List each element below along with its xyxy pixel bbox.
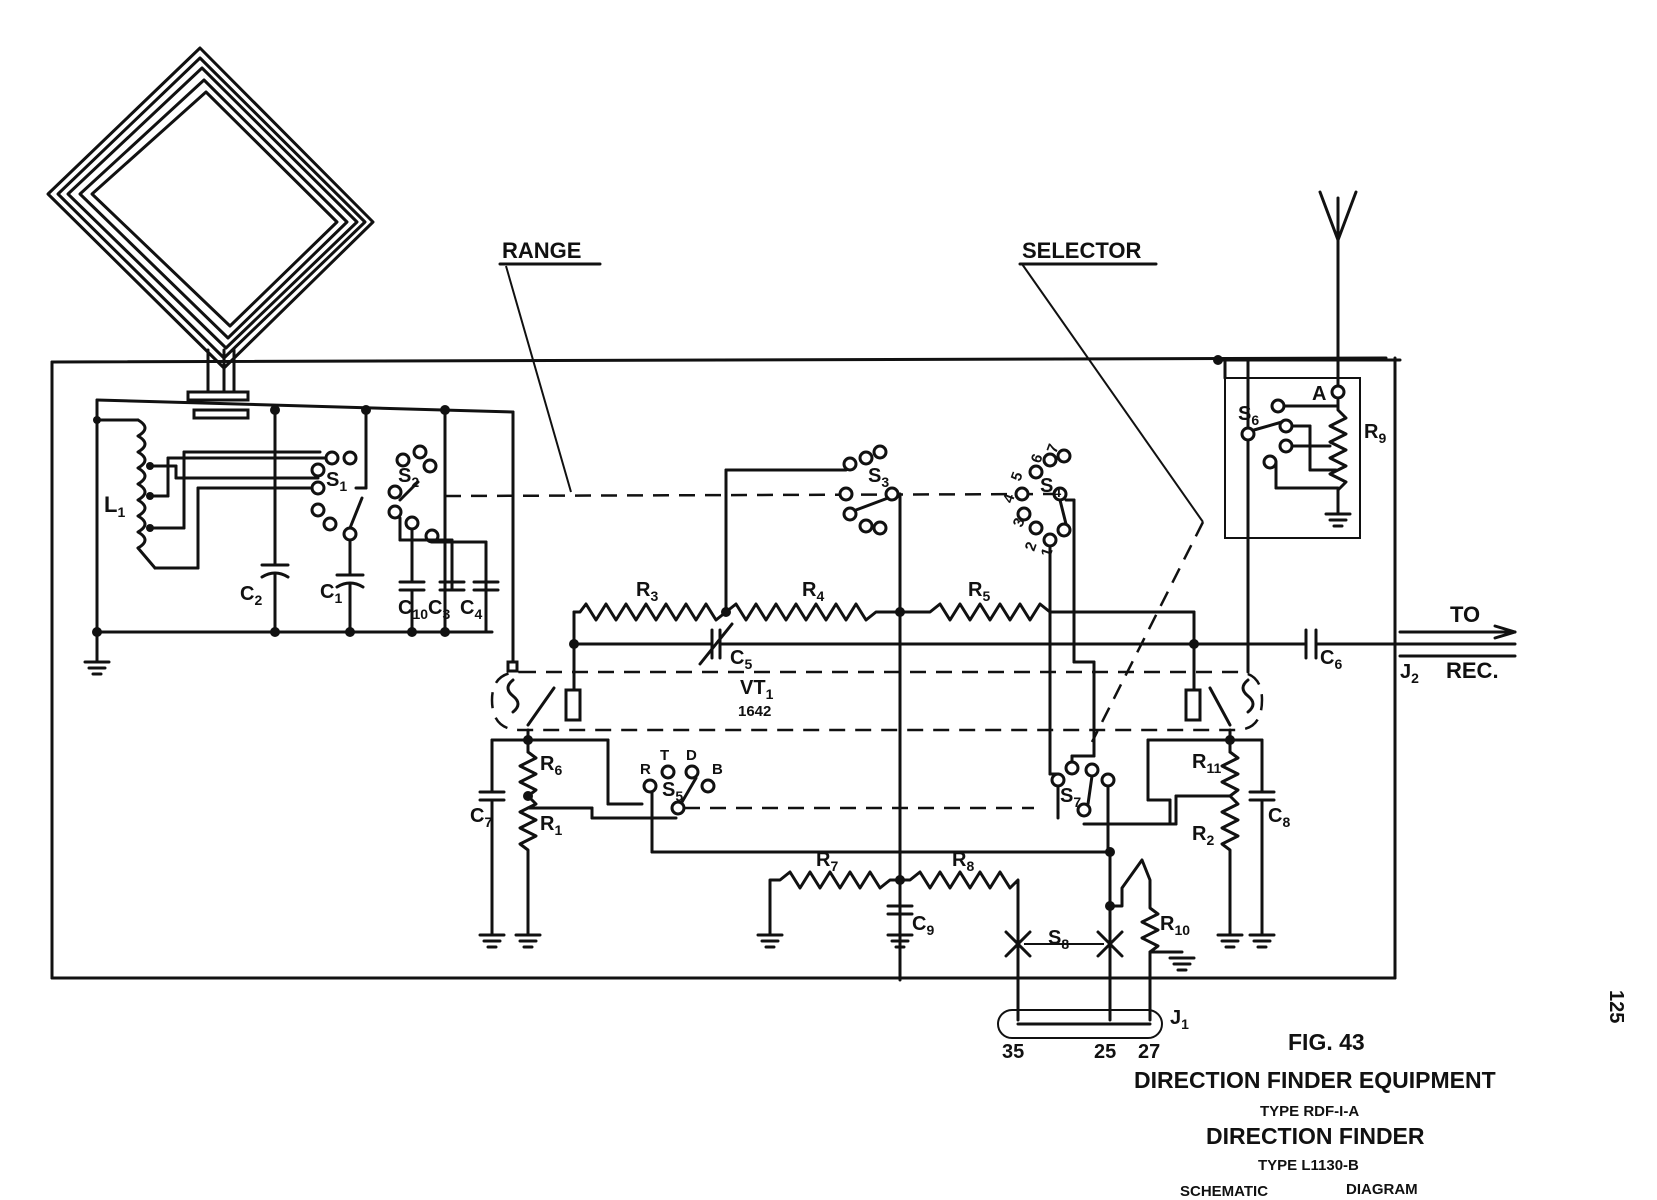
s5-position-r: R <box>640 761 651 778</box>
c5-label: C5 <box>730 647 752 672</box>
output-c6 <box>1192 624 1517 660</box>
caption-fig: FIG. 43 <box>1288 1029 1365 1055</box>
s5-position-b: B <box>712 761 723 778</box>
resistor-chain-r3-r5 <box>569 602 1199 692</box>
tube-vt1 <box>490 358 1264 754</box>
j1-pin-27: 27 <box>1138 1041 1160 1063</box>
to-label: TO <box>1450 602 1480 627</box>
s7-label: S7 <box>1060 785 1081 810</box>
s5-position-d: D <box>686 747 697 764</box>
caption-line5a: SCHEMATIC <box>1180 1183 1268 1200</box>
s5-position-t: T <box>660 747 669 764</box>
page-number: 125 <box>1605 990 1627 1023</box>
r2-label: R2 <box>1192 823 1214 848</box>
rec-label: REC. <box>1446 658 1499 683</box>
caption-line4: TYPE L1130-B <box>1258 1157 1359 1174</box>
s3-label: S3 <box>868 465 889 490</box>
r5-label: R5 <box>968 579 990 604</box>
c3-label: C3 <box>428 597 450 622</box>
c1-label: C1 <box>320 581 342 606</box>
c7-label: C7 <box>470 805 492 830</box>
c6-label: C6 <box>1320 647 1342 672</box>
c2-label: C2 <box>240 583 262 608</box>
r4-label: R4 <box>802 579 824 604</box>
chassis-outline <box>50 356 1397 980</box>
cathode-circuit-right <box>1048 738 1276 949</box>
cathode-circuit-left <box>478 738 1112 949</box>
c9-label: C9 <box>912 913 934 938</box>
s4-position-1: 1 <box>1038 546 1057 560</box>
r3-label: R3 <box>636 579 658 604</box>
switch-s3-s4 <box>724 444 1096 982</box>
r11-label: R11 <box>1192 751 1221 776</box>
r9-label: R9 <box>1364 421 1386 446</box>
s2-label: S2 <box>398 465 419 490</box>
selector-gang-line <box>1090 521 1205 743</box>
s4-position-5: 5 <box>1008 470 1027 484</box>
range-label: RANGE <box>502 238 581 263</box>
loop-tuning-circuit <box>83 398 519 676</box>
selector-s6-r9 <box>1213 190 1402 539</box>
bias-and-output-jack <box>756 847 1196 1039</box>
figure-caption: FIG. 43 DIRECTION FINDER EQUIPMENT TYPE … <box>1134 1029 1496 1200</box>
c10-label: C10 <box>398 597 428 622</box>
range-gang-line <box>444 492 1063 498</box>
s4-label: S4 <box>1040 475 1061 500</box>
s8-label: S8 <box>1048 927 1069 952</box>
s5-label: S5 <box>662 779 683 804</box>
j1-label: J1 <box>1170 1007 1189 1032</box>
j1-pin-35: 35 <box>1002 1041 1024 1063</box>
r1-label: R1 <box>540 813 562 838</box>
s4-position-6: 6 <box>1028 452 1047 466</box>
j1-pin-25: 25 <box>1094 1041 1116 1063</box>
s4-position-2: 2 <box>1022 540 1041 554</box>
c4-label: C4 <box>460 597 482 622</box>
r10-label: R10 <box>1160 913 1190 938</box>
selector-label: SELECTOR <box>1022 238 1142 263</box>
r8-label: R8 <box>952 849 974 874</box>
r7-label: R7 <box>816 849 838 874</box>
s6-label: S6 <box>1238 403 1259 428</box>
s1-label: S1 <box>326 469 347 494</box>
loop-antenna <box>46 46 375 420</box>
inductor-l1 <box>136 418 147 550</box>
l1-label: L1 <box>104 492 125 520</box>
caption-line2: TYPE RDF-I-A <box>1260 1103 1359 1120</box>
j2-label: J2 <box>1400 661 1419 686</box>
caption-line5b: DIAGRAM <box>1346 1181 1418 1198</box>
caption-line3: DIRECTION FINDER <box>1206 1123 1425 1149</box>
c8-label: C8 <box>1268 805 1290 830</box>
r9-tap-a-label: A <box>1312 383 1326 405</box>
vt1-label: VT1 <box>740 677 774 702</box>
caption-line1: DIRECTION FINDER EQUIPMENT <box>1134 1067 1496 1093</box>
vt1-type: 1642 <box>738 703 771 720</box>
r6-label: R6 <box>540 753 562 778</box>
